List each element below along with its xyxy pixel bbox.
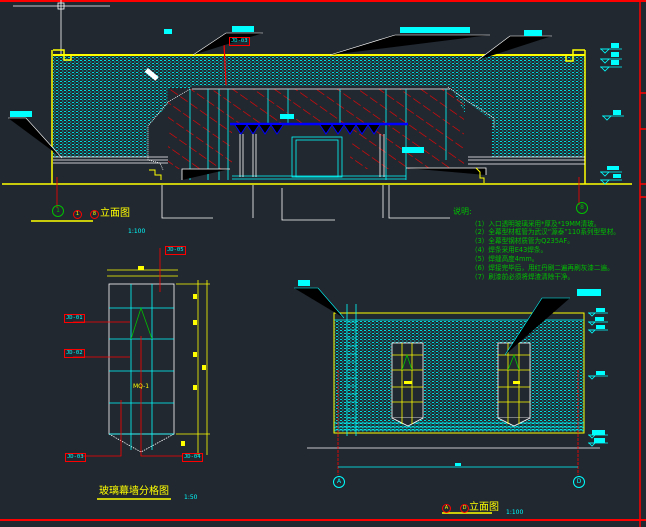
main-elevation-title: 立面图 bbox=[100, 208, 130, 219]
glass-curtain-scale: 1:50 bbox=[184, 494, 198, 501]
note-item: （6）焊接完毕后，用红丹刷二遍再刷灰漆二遍。 bbox=[471, 264, 614, 272]
tag-jd03: JD-03 bbox=[65, 453, 86, 462]
tag-jd02: JD-02 bbox=[64, 349, 85, 358]
panel-label-mq1: MQ-1 bbox=[133, 383, 150, 390]
side-elevation bbox=[294, 280, 608, 475]
axis-bubble-8: 8 bbox=[576, 202, 588, 214]
title-bubble-start: 1 bbox=[73, 210, 82, 219]
side-elevation-title: 立面图 bbox=[469, 502, 499, 513]
side-elevation-scale: 1:100 bbox=[506, 509, 524, 516]
tag-jd05: JD-05 bbox=[165, 246, 186, 255]
note-item: （7）刷漆前必须将焊渣清除干净。 bbox=[471, 273, 575, 281]
note-item: （1）入口透明玻璃采用*厚及*19MM清玻。 bbox=[471, 220, 601, 228]
axis-bubble-1: 1 bbox=[52, 205, 64, 217]
level-markers bbox=[600, 48, 624, 185]
side-window-right bbox=[497, 342, 531, 427]
side-title-bubble-start: A bbox=[442, 504, 451, 513]
side-title-bubble-end: D bbox=[460, 504, 469, 513]
note-item: （3）全幕型钢材质管为Q235AF。 bbox=[471, 237, 574, 245]
note-item: （5）焊缝高度4mm。 bbox=[471, 255, 539, 263]
tag-main-jd03: JD-03 bbox=[229, 37, 250, 46]
note-item: （2）全幕型材框管为武汉“源泰”110系列型型材。 bbox=[471, 228, 620, 236]
glass-curtain-title: 玻璃幕墙分格图 bbox=[99, 486, 169, 497]
side-window-left bbox=[391, 342, 424, 427]
axis-bubble-d: D bbox=[573, 476, 585, 488]
title-block-border bbox=[639, 0, 646, 527]
main-elevation-scale: 1:100 bbox=[128, 228, 146, 235]
main-elevation bbox=[2, 0, 632, 208]
axis-bubble-a: A bbox=[333, 476, 345, 488]
title-bubble-end: 8 bbox=[90, 210, 99, 219]
notes-heading: 说明: bbox=[453, 207, 472, 216]
tag-jd04: JD-04 bbox=[182, 453, 203, 462]
note-item: （4）焊条采用E43焊条。 bbox=[471, 246, 548, 254]
glass-curtain-grid bbox=[73, 248, 210, 457]
tag-jd01: JD-01 bbox=[64, 314, 85, 323]
